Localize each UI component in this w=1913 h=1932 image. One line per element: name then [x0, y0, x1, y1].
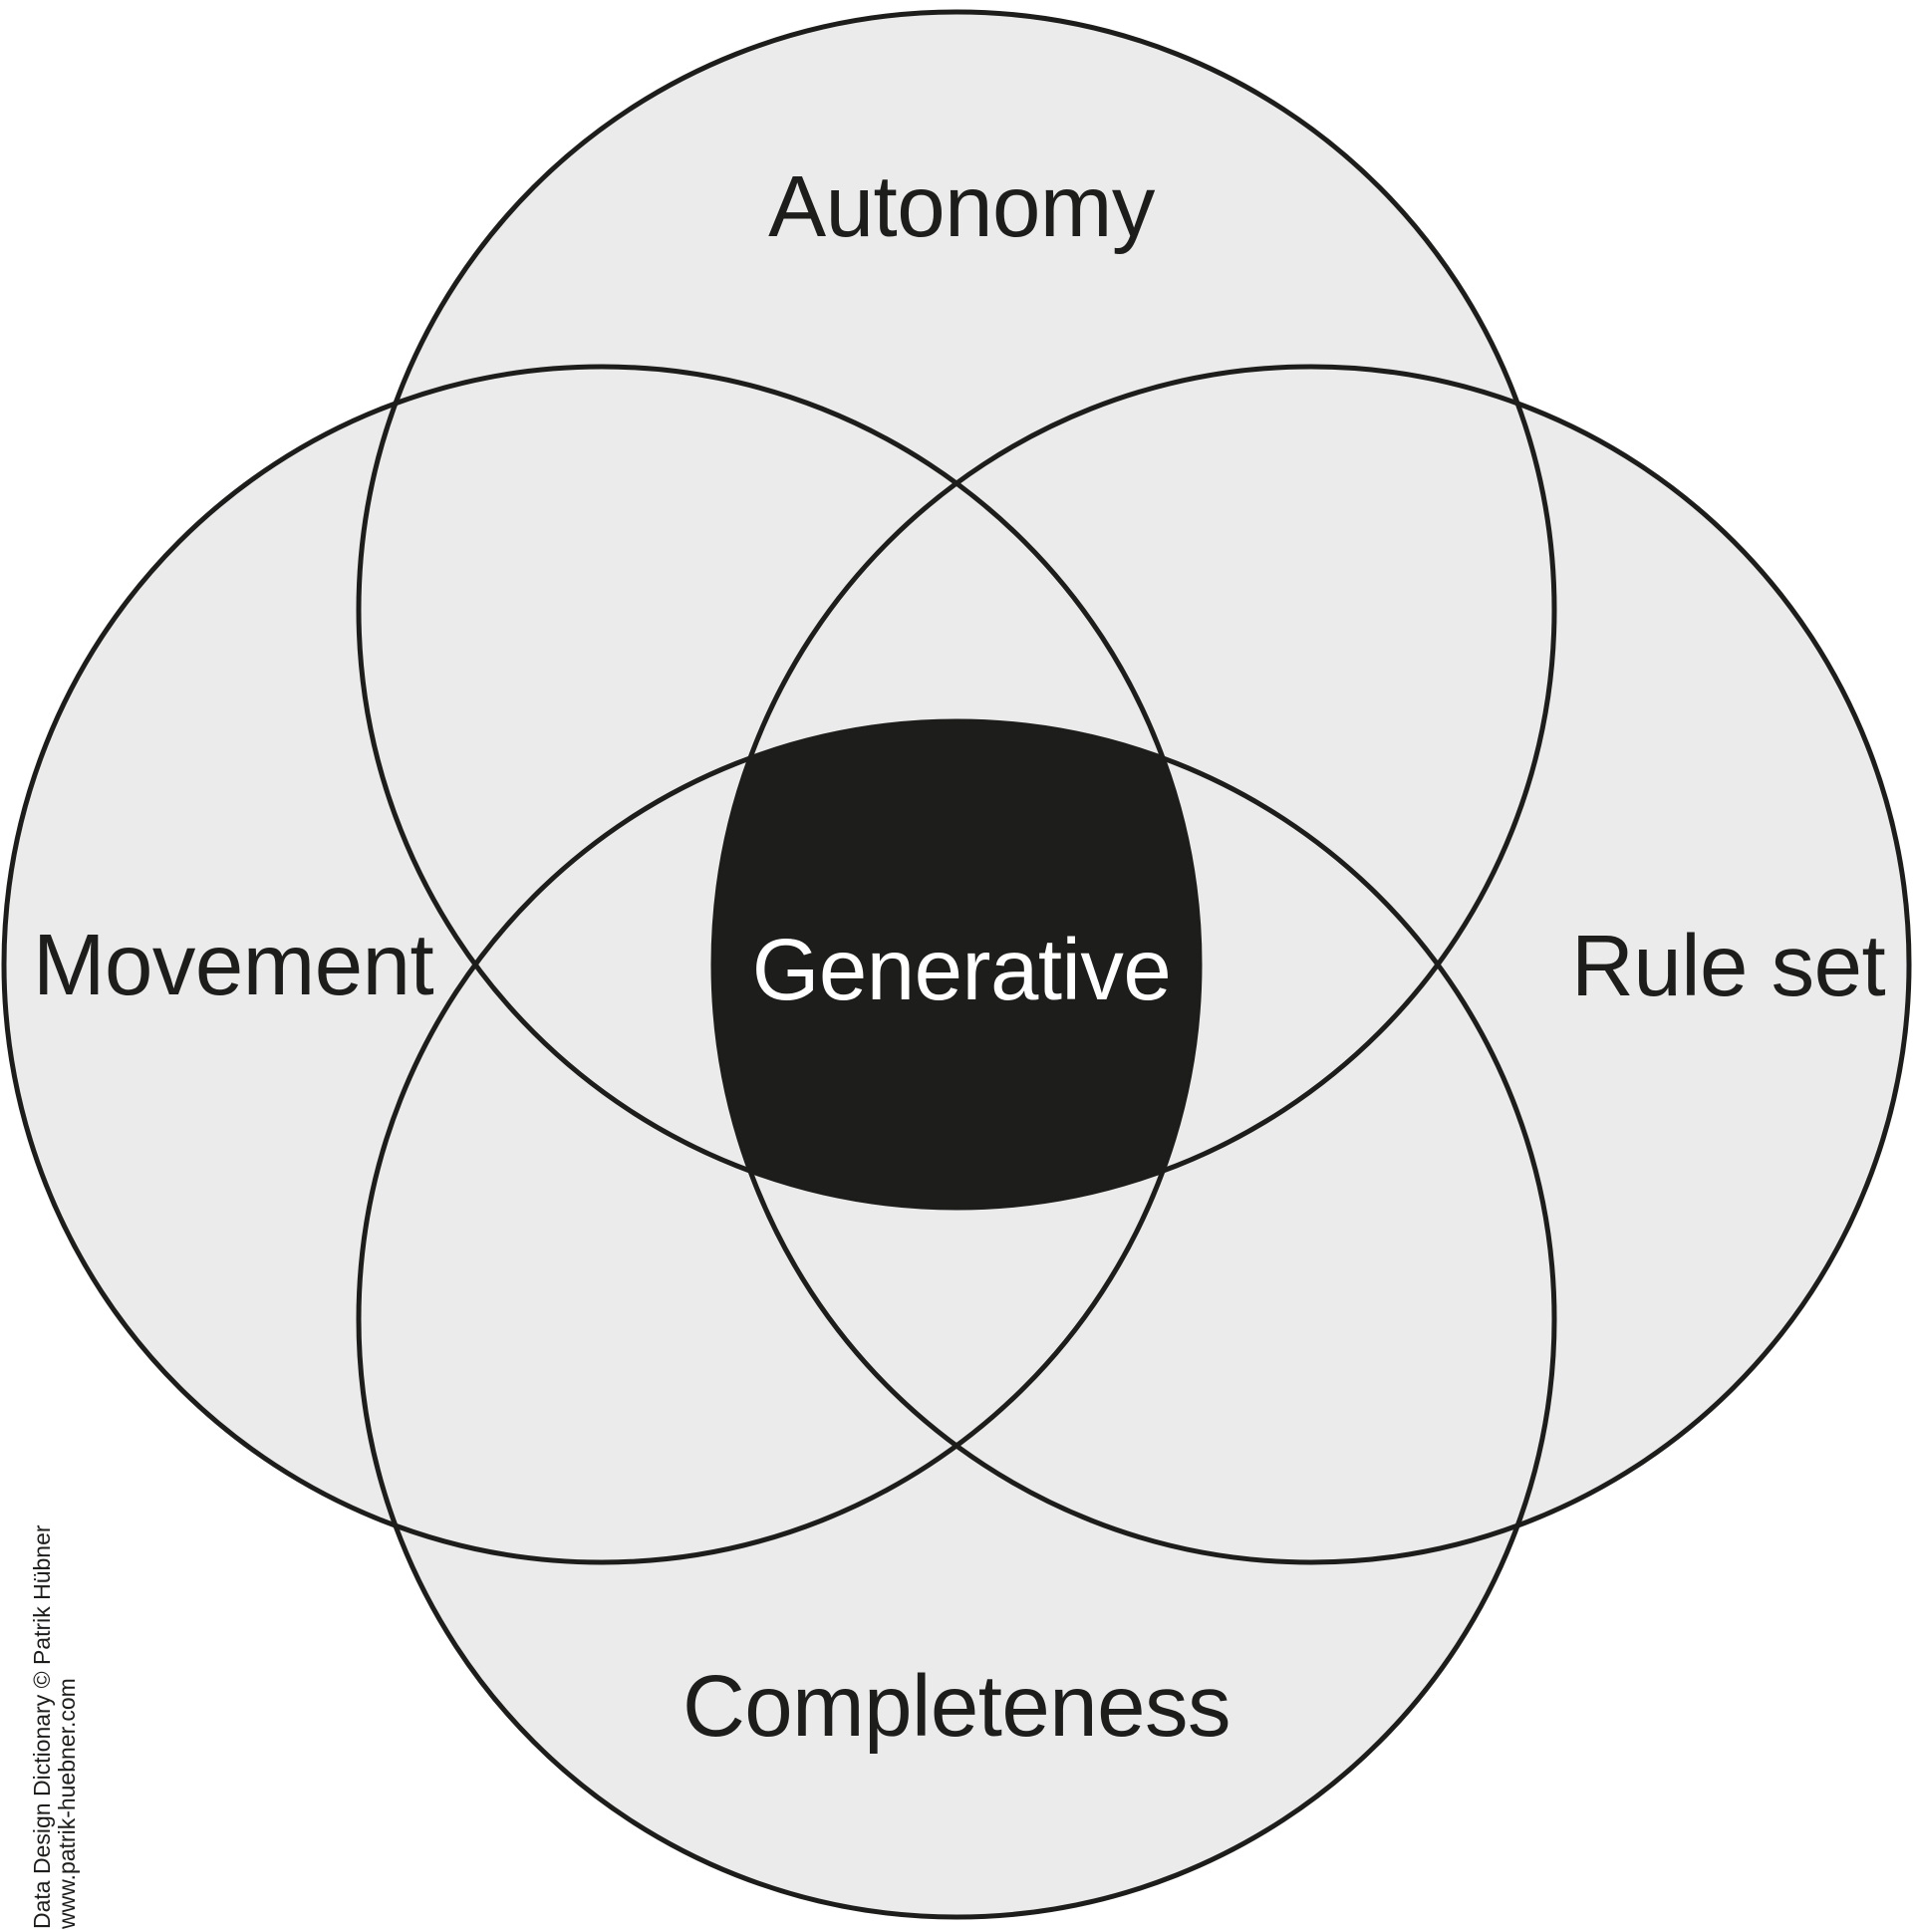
- center-intersection-shape: [713, 721, 1200, 1208]
- credit-line-2: www.patrik-huebner.com: [54, 1678, 80, 1930]
- circle-outlines: [1, 9, 1912, 1920]
- circle-fills: [4, 12, 1909, 1917]
- circle-completeness-outline: [356, 718, 1557, 1920]
- label-completeness: Completeness: [683, 1658, 1230, 1755]
- label-rule-set: Rule set: [1571, 918, 1885, 1014]
- circle-completeness-fill: [359, 721, 1554, 1917]
- credit: Data Design Dictionary © Patrik Hübner w…: [29, 1524, 80, 1930]
- label-movement: Movement: [33, 917, 433, 1013]
- circle-autonomy-outline: [356, 9, 1557, 1211]
- label-generative: Generative: [752, 922, 1172, 1018]
- circle-movement-outline: [1, 364, 1203, 1565]
- circle-rule-set-outline: [710, 364, 1912, 1565]
- label-autonomy: Autonomy: [768, 158, 1156, 255]
- credit-line-1: Data Design Dictionary © Patrik Hübner: [29, 1524, 55, 1929]
